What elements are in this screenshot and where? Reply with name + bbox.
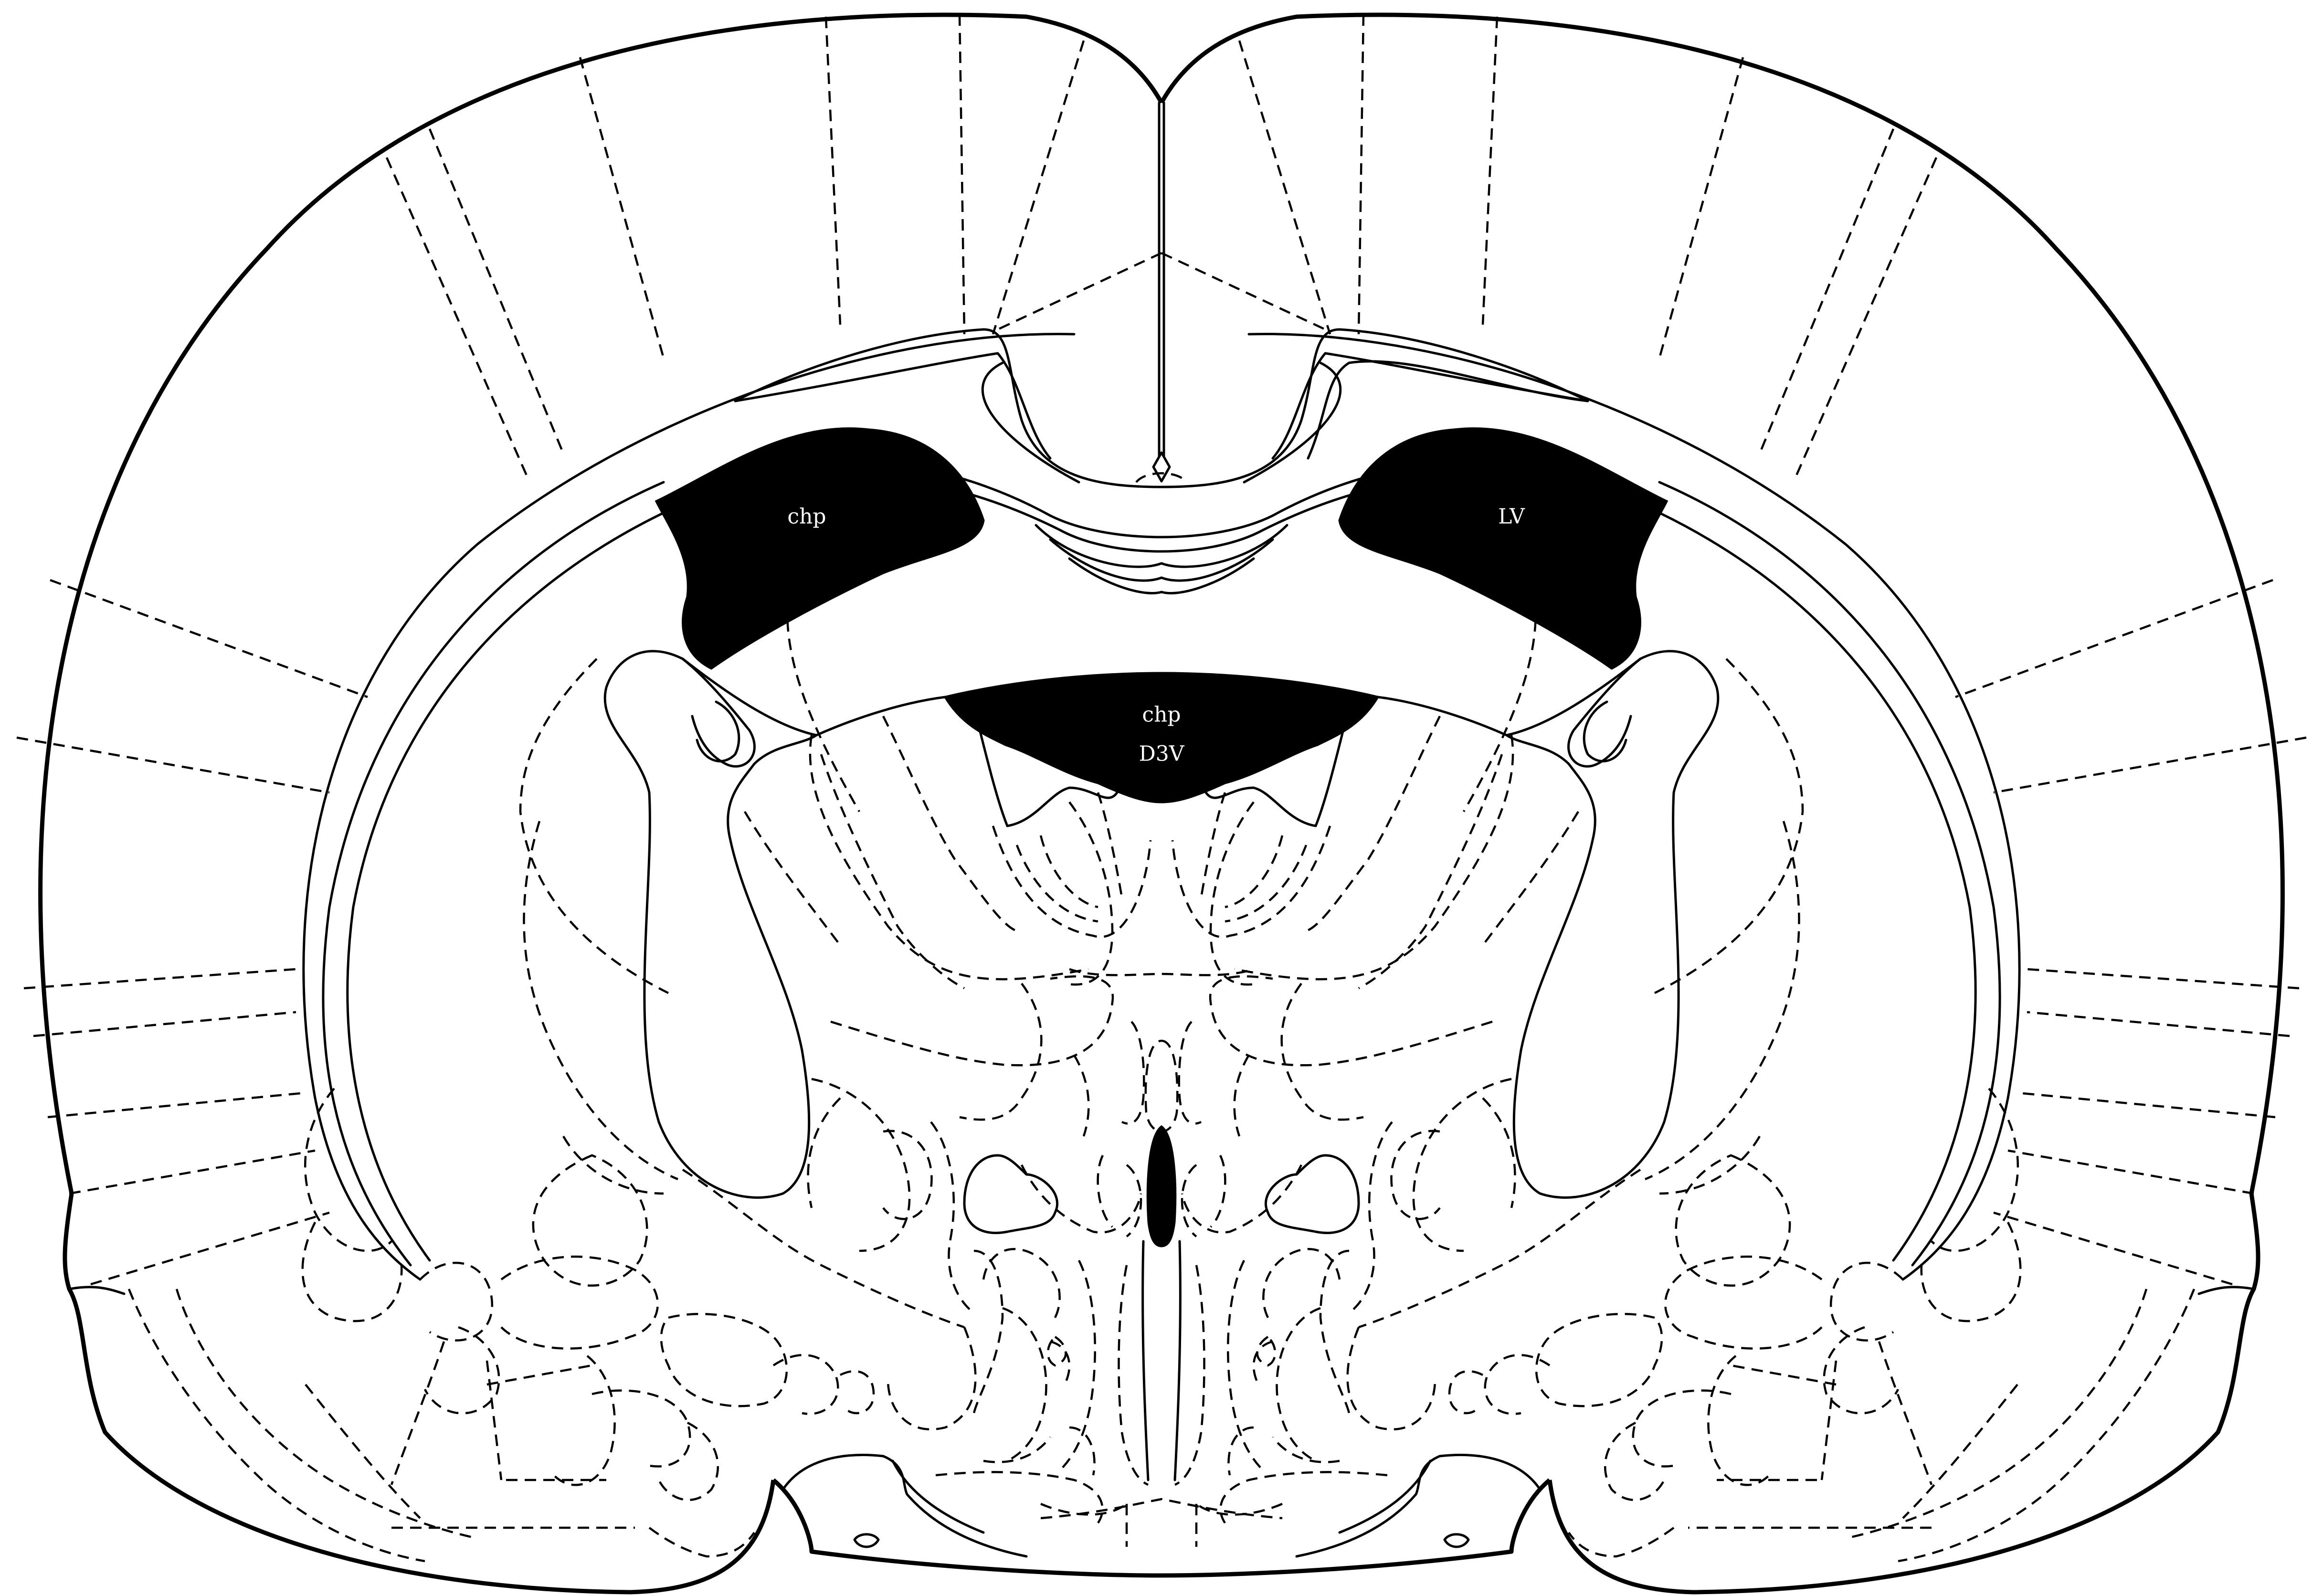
- nuclei-left: [129, 602, 1151, 1561]
- left-lateral-ventricle: [656, 429, 983, 668]
- left-optic-nub: [855, 1534, 878, 1547]
- fornix-arc-2: [1050, 539, 1273, 581]
- midline-canal-left: [1143, 1241, 1148, 1480]
- midline-fissure: [1153, 103, 1170, 481]
- left-cerebral-peduncle: [783, 1455, 1026, 1556]
- right-hippocampus-body: [1507, 651, 1718, 1198]
- mid-third-ventricle: [1148, 1127, 1175, 1246]
- label-third-ventricle-d3v: D3V: [1139, 742, 1184, 766]
- left-mammillary-loop: [964, 1155, 1057, 1233]
- cortex-radial-lines-right: [1239, 14, 2306, 1284]
- right-hemisphere-outline: [1162, 15, 2282, 1592]
- left-lateral-notch: [69, 1287, 124, 1294]
- left-hippocampus-curl: [683, 659, 754, 766]
- left-hemisphere-outline: [41, 15, 1162, 1592]
- brain-outline: [41, 15, 2283, 1592]
- right-hippocampus-curl: [1569, 659, 1640, 766]
- label-third-ventricle-chp: chp: [1142, 703, 1181, 727]
- ventral-base-outline: [773, 1480, 1550, 1575]
- right-external-capsule-inner: [1659, 482, 2000, 1265]
- right-cerebral-peduncle: [1297, 1455, 1540, 1556]
- label-right-ventricle-lv: LV: [1498, 505, 1525, 529]
- dorsal-third-ventricle: [945, 673, 1378, 802]
- midline-canal-right: [1175, 1241, 1180, 1480]
- right-lateral-notch: [2199, 1287, 2254, 1294]
- right-lateral-ventricle: [1340, 429, 1667, 668]
- left-hippocampus-body: [605, 651, 816, 1198]
- label-left-ventricle-chp: chp: [787, 505, 826, 529]
- cortex-radial-lines-left: [17, 14, 1325, 1284]
- left-external-capsule-inner: [323, 482, 664, 1265]
- right-mammillary-loop: [1266, 1155, 1359, 1233]
- nuclei-right: [1172, 602, 2194, 1561]
- fissure-diamond: [1153, 453, 1170, 481]
- midline-nuclei: [1041, 969, 1282, 1547]
- right-optic-nub: [1445, 1534, 1468, 1547]
